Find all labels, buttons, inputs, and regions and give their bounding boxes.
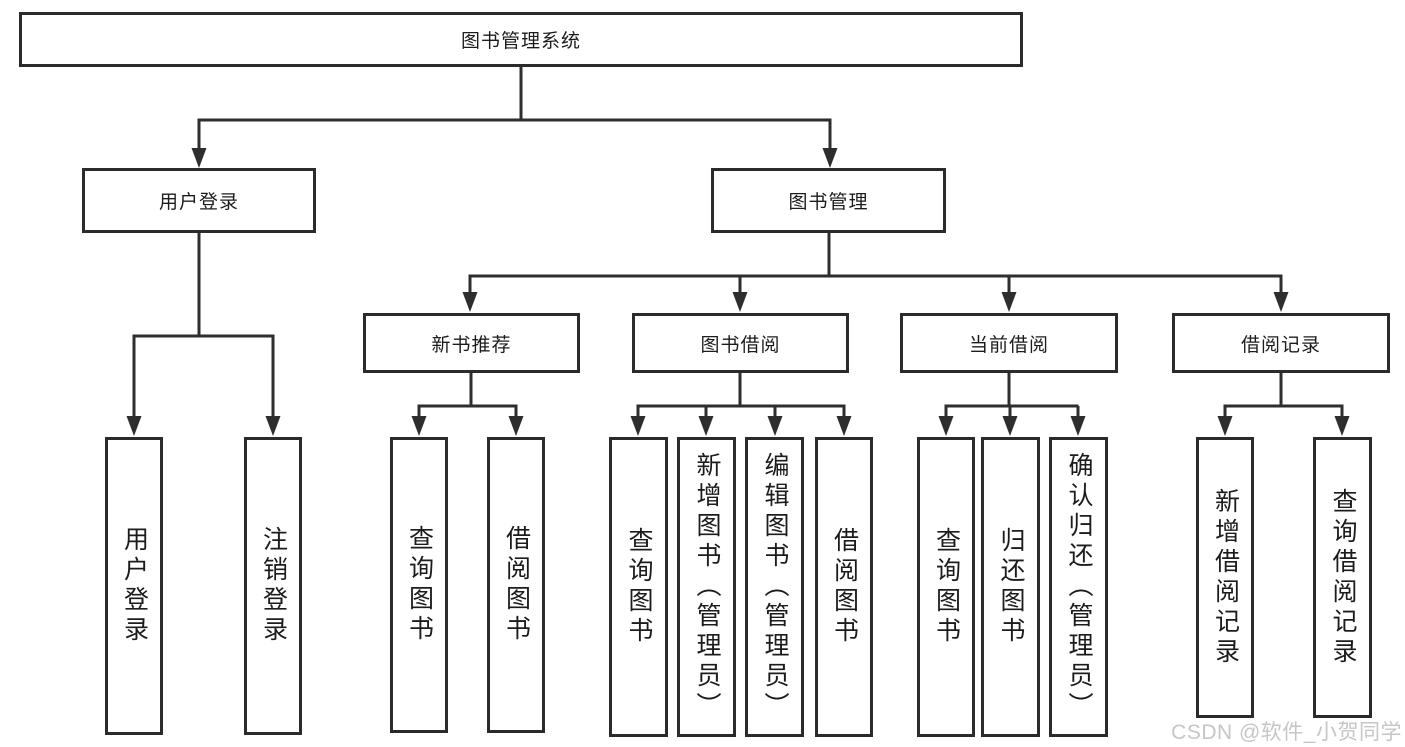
node-book-borrowing: 图书借阅: [632, 313, 849, 373]
leaf-logout-label: 注销登录: [259, 526, 288, 646]
leaf-query-borrow-record-label: 查询借阅记录: [1329, 487, 1357, 668]
leaf-add-borrow-record-label: 新增借阅记录: [1211, 487, 1240, 668]
leaf-borrow-books-recommend: 借阅图书: [487, 437, 545, 733]
leaf-confirm-return-admin: 确认归还（管理员）: [1049, 437, 1108, 737]
connector-user-login-to-leaves: [126, 233, 281, 436]
csdn-watermark: CSDN @软件_小贺同学: [1171, 721, 1402, 744]
leaf-user-login-label: 用户登录: [120, 526, 149, 646]
leaf-query-books-current: 查询图书: [917, 437, 975, 737]
connector-borrowing-records-to-leaves: [1217, 373, 1350, 436]
node-current-borrowing: 当前借阅: [900, 313, 1118, 373]
leaf-query-books-borrowing: 查询图书: [609, 437, 668, 737]
connector-current-borrowing-to-leaves: [938, 373, 1086, 436]
leaf-confirm-return-admin-label: 确认归还（管理员）: [1065, 452, 1093, 722]
node-book-management-label: 图书管理: [788, 192, 869, 213]
node-current-borrowing-label: 当前借阅: [968, 334, 1049, 356]
node-book-management: 图书管理: [711, 168, 946, 233]
leaf-return-book: 归还图书: [981, 437, 1040, 737]
node-user-login-label: 用户登录: [158, 192, 239, 213]
leaf-query-books-current-label: 查询图书: [932, 527, 961, 647]
leaf-user-login: 用户登录: [105, 437, 163, 735]
leaf-borrow-books-borrowing-label: 借阅图书: [830, 527, 859, 647]
connector-book-borrowing-to-leaves: [630, 373, 852, 436]
connector-new-book-recommendation-to-leaves: [411, 373, 524, 436]
leaf-query-books-borrowing-label: 查询图书: [625, 527, 653, 647]
leaf-query-books-recommend-label: 查询图书: [405, 525, 434, 645]
leaf-return-book-label: 归还图书: [997, 527, 1025, 647]
connector-root-to-level2: [191, 67, 838, 168]
leaf-edit-book-admin: 编辑图书（管理员）: [745, 437, 804, 737]
node-borrowing-records-label: 借阅记录: [1240, 334, 1321, 356]
node-borrowing-records: 借阅记录: [1172, 313, 1390, 373]
leaf-add-book-admin-label: 新增图书（管理员）: [693, 452, 721, 722]
node-user-login: 用户登录: [82, 168, 316, 233]
leaf-add-book-admin: 新增图书（管理员）: [677, 437, 736, 737]
leaf-query-books-recommend: 查询图书: [390, 437, 448, 733]
leaf-query-borrow-record: 查询借阅记录: [1313, 437, 1372, 718]
leaf-borrow-books-recommend-label: 借阅图书: [502, 525, 531, 645]
node-book-borrowing-label: 图书借阅: [700, 334, 781, 356]
leaf-add-borrow-record: 新增借阅记录: [1196, 437, 1254, 718]
node-new-book-recommendation: 新书推荐: [363, 313, 580, 373]
node-new-book-recommendation-label: 新书推荐: [431, 334, 512, 356]
leaf-edit-book-admin-label: 编辑图书（管理员）: [761, 452, 789, 722]
leaf-logout: 注销登录: [244, 437, 302, 735]
connector-book-management-to-level3: [462, 233, 1289, 312]
node-root-label: 图书管理系统: [460, 31, 581, 52]
node-root: 图书管理系统: [19, 12, 1023, 67]
leaf-borrow-books-borrowing: 借阅图书: [815, 437, 873, 737]
